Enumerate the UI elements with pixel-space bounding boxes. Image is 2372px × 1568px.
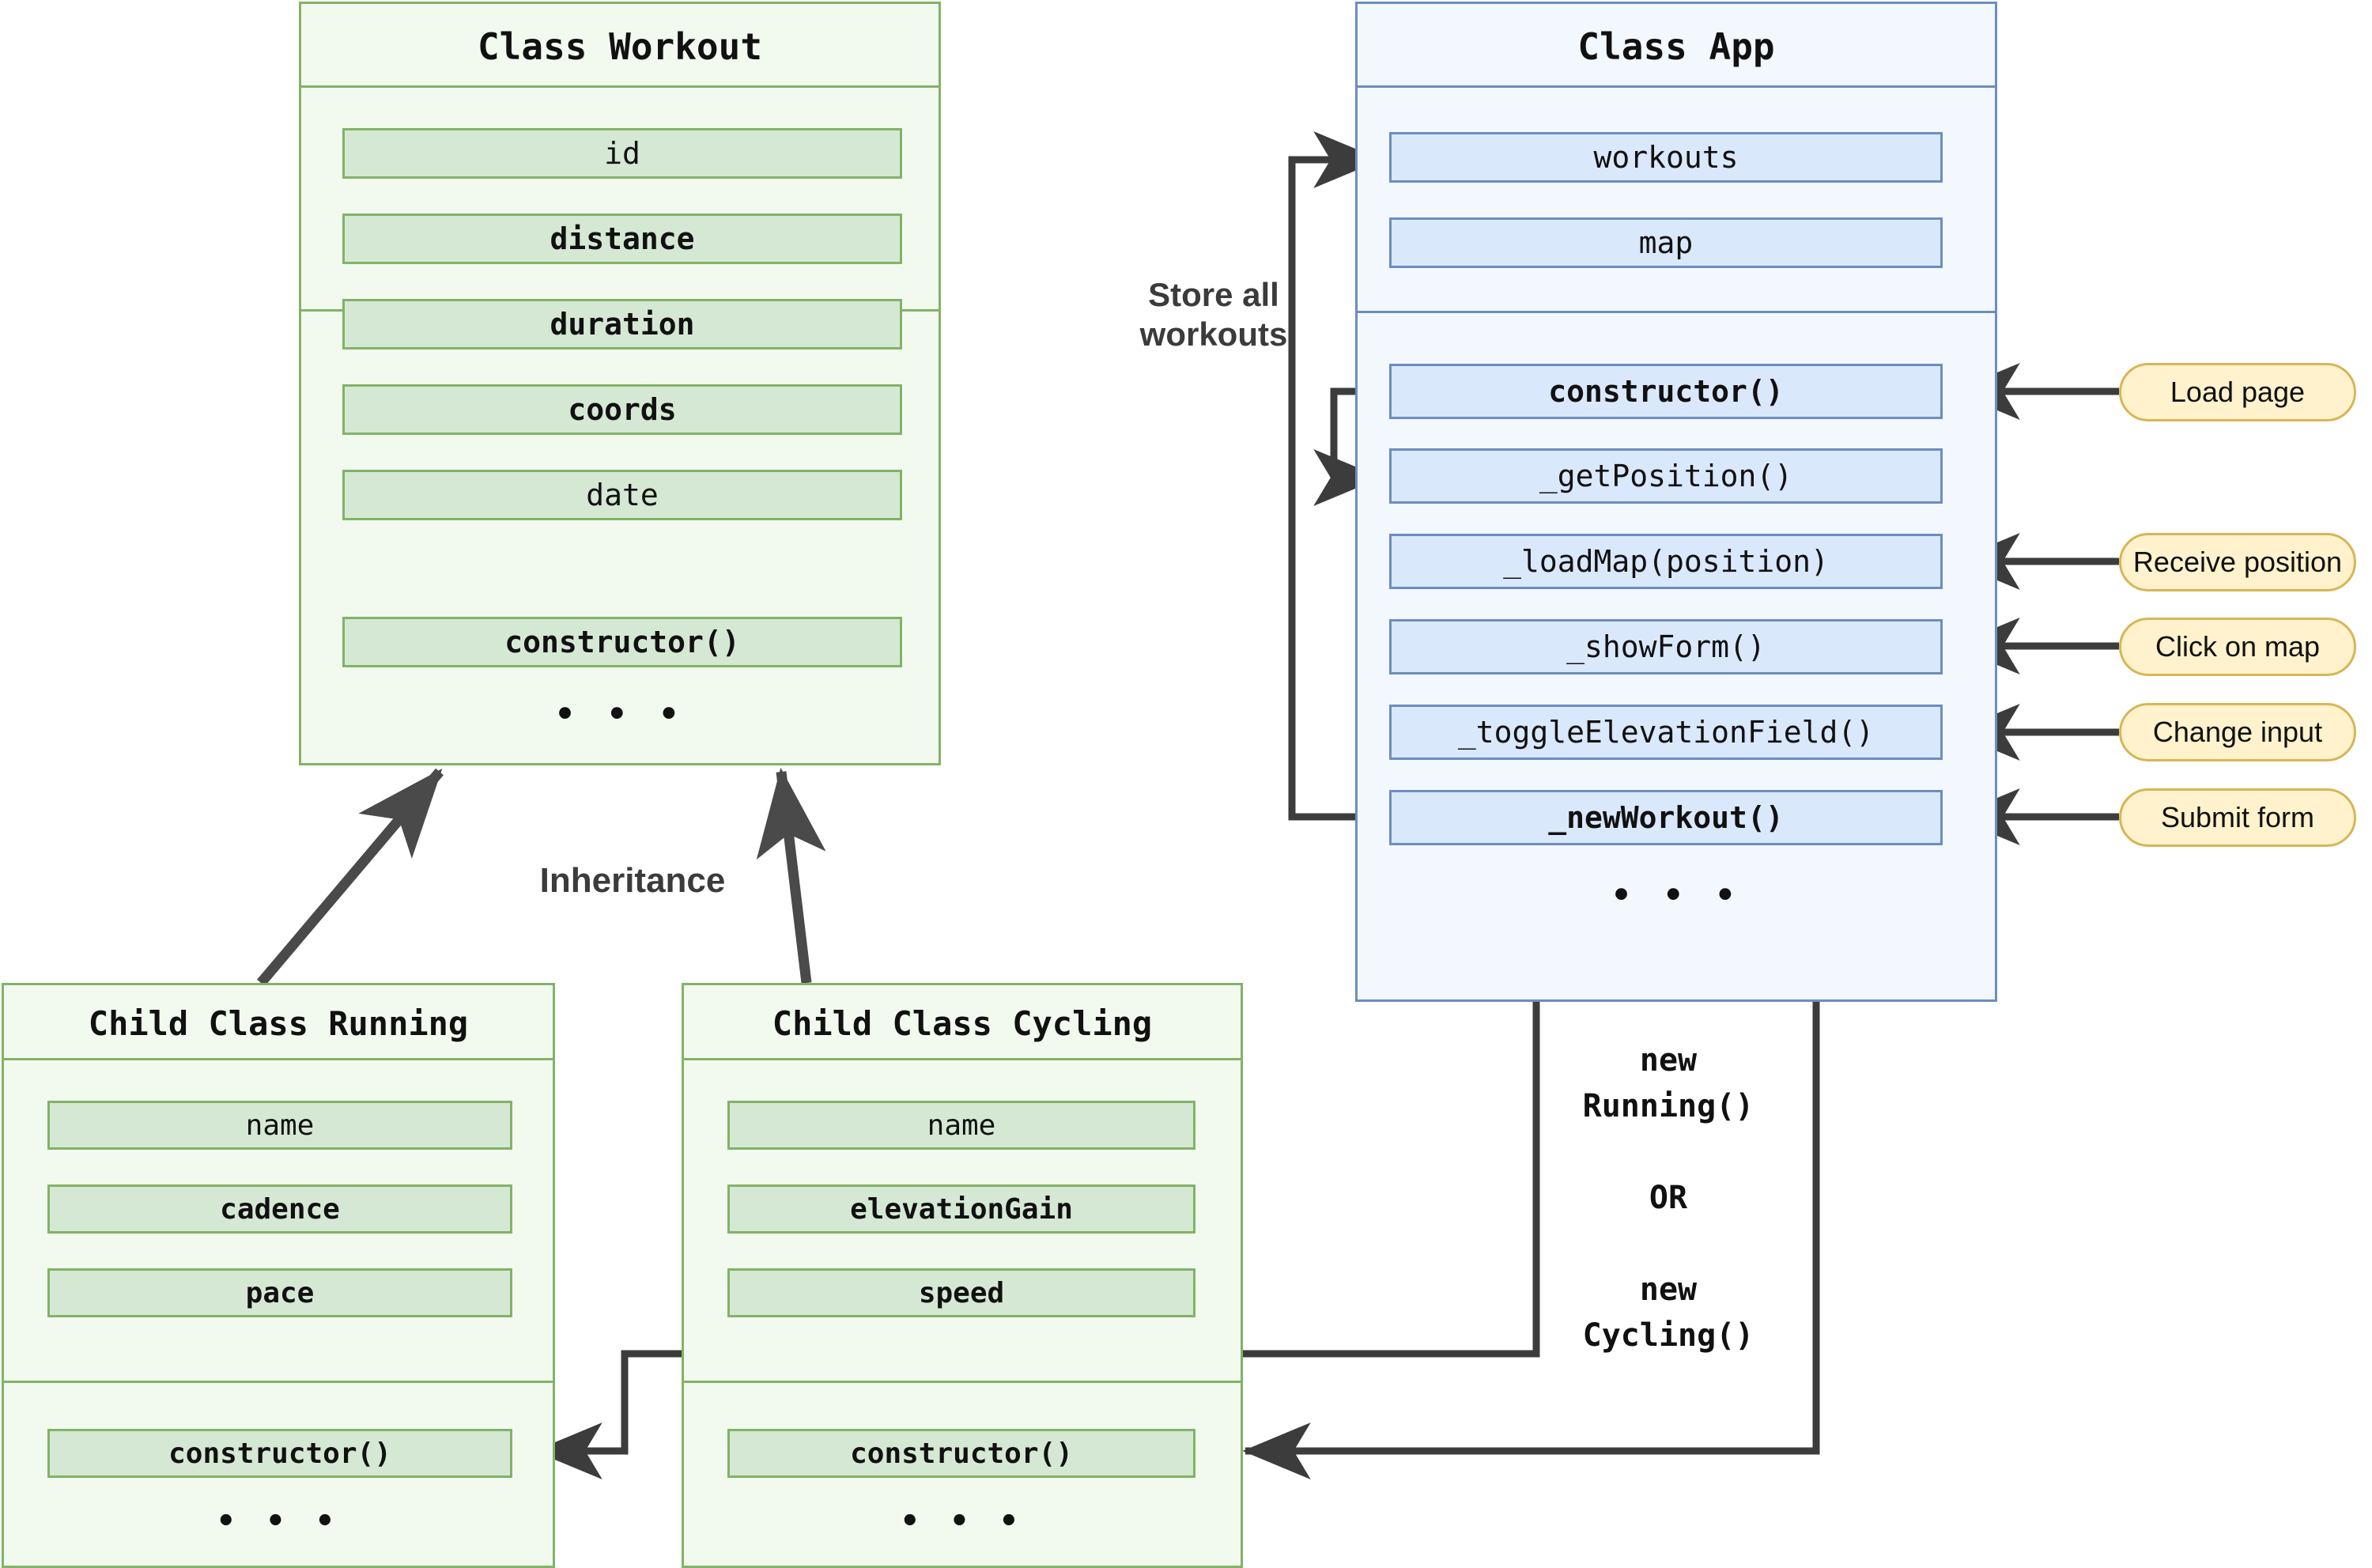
running-fields-divider xyxy=(4,1381,553,1383)
running-title-divider xyxy=(4,1058,553,1060)
app-method-toggleelevationfield[interactable]: _toggleElevationField() xyxy=(1389,705,1943,760)
label-new-instance: new Running() OR new Cycling() xyxy=(1582,1042,1754,1354)
workout-method-constructor[interactable]: constructor() xyxy=(342,617,902,667)
cycling-field-speed[interactable]: speed xyxy=(727,1268,1195,1317)
workout-field-coords[interactable]: coords xyxy=(342,384,902,435)
connector-inheritance-running xyxy=(257,768,444,987)
event-pill-load-page[interactable]: Load page xyxy=(2119,363,2356,421)
cycling-method-constructor[interactable]: constructor() xyxy=(727,1429,1195,1478)
event-pill-submit-form[interactable]: Submit form xyxy=(2119,788,2356,847)
label-store-all-workouts: Store all workouts xyxy=(1139,276,1288,353)
app-fields-divider xyxy=(1358,311,1995,313)
workout-title-divider xyxy=(301,85,939,88)
event-pill-change-input[interactable]: Change input xyxy=(2119,703,2356,761)
cycling-field-name[interactable]: name xyxy=(727,1101,1195,1150)
class-app-title: Class App xyxy=(1577,25,1775,68)
app-title-divider xyxy=(1358,85,1995,88)
running-field-name[interactable]: name xyxy=(47,1101,512,1150)
class-workout-box: Class Workout id distance duration coord… xyxy=(299,2,941,765)
class-app-box: Class App workouts map constructor() _ge… xyxy=(1355,2,1997,1002)
running-field-pace[interactable]: pace xyxy=(47,1268,512,1317)
class-cycling-box: Child Class Cycling name elevationGain s… xyxy=(682,983,1243,1568)
app-method-loadmap[interactable]: _loadMap(position) xyxy=(1389,534,1943,589)
class-running-title: Child Class Running xyxy=(88,1004,469,1043)
app-more-indicator: • • • xyxy=(1611,875,1742,914)
workout-field-date[interactable]: date xyxy=(342,470,902,520)
running-more-indicator: • • • xyxy=(216,1503,341,1540)
app-field-workouts[interactable]: workouts xyxy=(1389,132,1943,183)
class-workout-title: Class Workout xyxy=(477,25,763,68)
event-pill-click-on-map[interactable]: Click on map xyxy=(2119,618,2356,676)
class-cycling-title: Child Class Cycling xyxy=(772,1004,1153,1043)
label-inheritance: Inheritance xyxy=(539,861,726,900)
app-field-map[interactable]: map xyxy=(1389,217,1943,268)
app-method-constructor[interactable]: constructor() xyxy=(1389,364,1943,419)
app-method-getposition[interactable]: _getPosition() xyxy=(1389,448,1943,504)
event-pill-receive-position[interactable]: Receive position xyxy=(2119,533,2356,591)
running-field-cadence[interactable]: cadence xyxy=(47,1185,512,1234)
cycling-field-elevationgain[interactable]: elevationGain xyxy=(727,1185,1195,1234)
cycling-more-indicator: • • • xyxy=(900,1503,1025,1540)
app-method-showform[interactable]: _showForm() xyxy=(1389,619,1943,674)
workout-field-id[interactable]: id xyxy=(342,128,902,179)
app-method-newworkout[interactable]: _newWorkout() xyxy=(1389,790,1943,845)
connector-inheritance-cycling xyxy=(756,767,826,984)
cycling-fields-divider xyxy=(684,1381,1241,1383)
cycling-title-divider xyxy=(684,1058,1241,1060)
class-running-box: Child Class Running name cadence pace co… xyxy=(2,983,555,1568)
workout-field-duration[interactable]: duration xyxy=(342,299,902,349)
workout-more-indicator: • • • xyxy=(554,694,686,733)
workout-field-distance[interactable]: distance xyxy=(342,213,902,264)
running-method-constructor[interactable]: constructor() xyxy=(47,1429,512,1478)
